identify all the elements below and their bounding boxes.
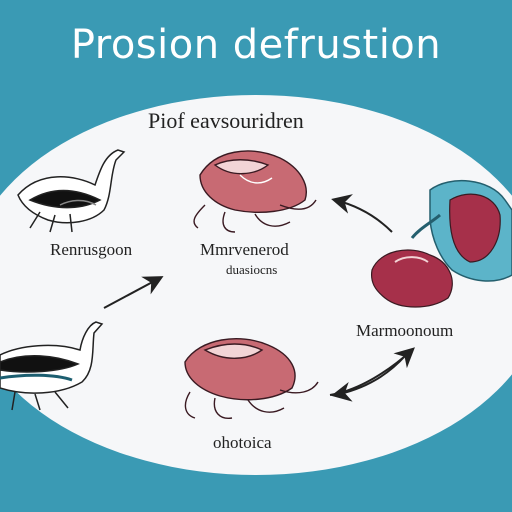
bird-illustration-top bbox=[17, 149, 126, 233]
label-right: Marmoonoum bbox=[356, 321, 454, 340]
creature-illustration-bottom bbox=[184, 338, 319, 419]
label-center-top-sub: duasiocns bbox=[226, 262, 278, 277]
bird-illustration-bottom bbox=[0, 321, 104, 411]
arrow-right-to-top bbox=[331, 194, 393, 233]
label-center-top: Mmrvenerod bbox=[200, 240, 289, 259]
arrow-right-to-bottom bbox=[331, 355, 406, 402]
organ-illustration bbox=[370, 179, 512, 308]
page-title: Prosion defrustion bbox=[70, 22, 442, 68]
background-ellipse bbox=[0, 95, 512, 475]
arrow-left-up bbox=[103, 276, 164, 309]
creature-illustration-top bbox=[193, 150, 317, 233]
label-top-left: Renrusgoon bbox=[50, 240, 133, 259]
diagram-subtitle: Piof eavsouridren bbox=[148, 108, 304, 133]
label-bottom: ohotoica bbox=[213, 433, 272, 452]
